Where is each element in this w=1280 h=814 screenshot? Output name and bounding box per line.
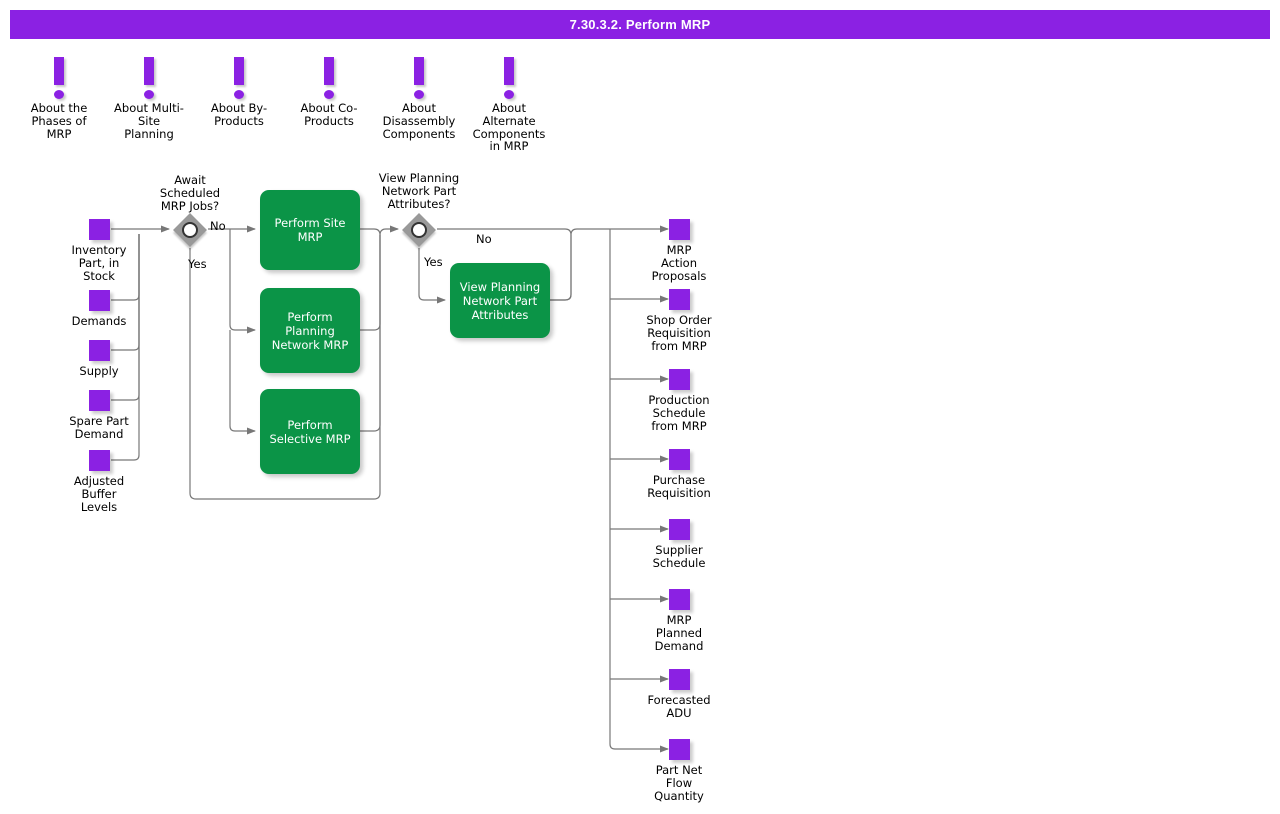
data-object-icon [668,519,690,540]
flow-label-gateway2-yes: Yes [424,255,443,269]
exclamation-icon [454,57,564,99]
exclamation-icon [364,57,474,99]
exclamation-icon [274,57,384,99]
input-node-label: Supply [79,364,119,378]
gateway-event-circle-icon [182,222,198,238]
exclamation-icon [94,57,204,99]
input-node-demands[interactable]: Demands [34,290,164,328]
data-object-icon [668,589,690,610]
info-link-label: About Co-Products [300,101,358,128]
gateway-view-planning-network-part-attributes[interactable] [402,213,436,247]
page-title-bar: 7.30.3.2. Perform MRP [10,10,1270,39]
data-object-icon [668,369,690,390]
data-object-icon [88,340,110,361]
flow-label-gateway2-no: No [476,232,492,246]
info-link-about-co-products[interactable]: About Co-Products [274,57,384,128]
data-object-icon [88,450,110,471]
flow-label-gateway1-no: No [210,219,226,233]
data-object-icon [668,449,690,470]
data-object-icon [668,219,690,240]
info-link-about-by-products[interactable]: About By-Products [184,57,294,128]
exclamation-icon [4,57,114,99]
exclamation-icon [184,57,294,99]
flow-label-gateway1-yes: Yes [188,257,207,271]
data-object-icon [668,669,690,690]
info-link-label: About By-Products [210,101,268,128]
gateway-await-scheduled-mrp-jobs[interactable] [173,213,207,247]
page-title: 7.30.3.2. Perform MRP [569,17,711,32]
gateway-event-circle-icon [411,222,427,238]
data-object-icon [668,739,690,760]
data-object-icon [88,219,110,240]
input-node-label: Demands [71,314,127,328]
input-node-supply[interactable]: Supply [34,340,164,378]
data-object-icon [88,390,110,411]
data-object-icon [88,290,110,311]
data-object-icon [668,289,690,310]
